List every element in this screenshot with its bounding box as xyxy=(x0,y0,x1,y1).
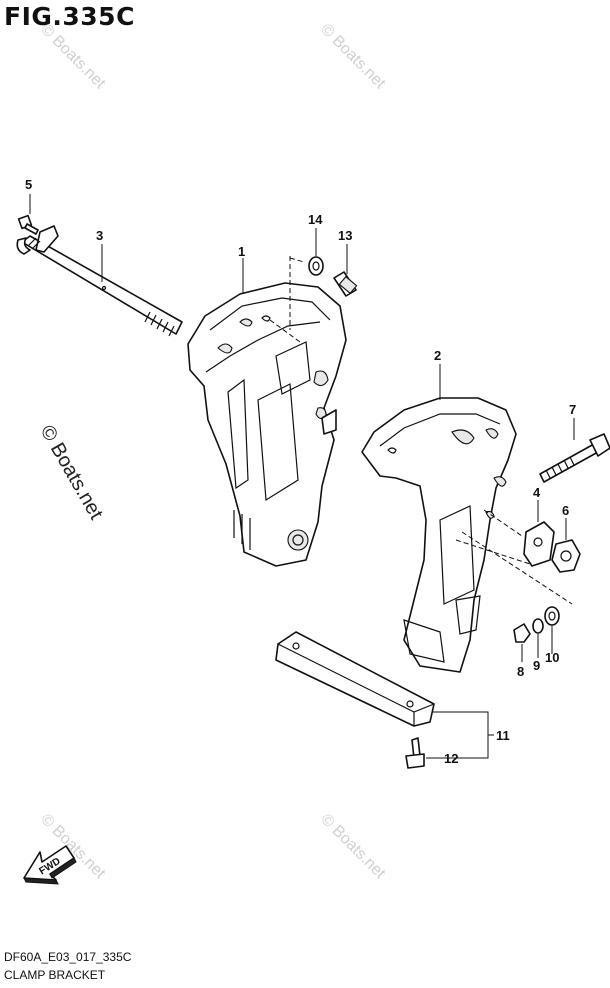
callout-2: 2 xyxy=(434,348,441,363)
part-14-washer xyxy=(308,256,324,276)
part-12-bolt xyxy=(405,737,425,769)
part-7-bolt xyxy=(539,433,610,483)
assembly-lines xyxy=(269,256,573,605)
part-6-nut xyxy=(551,539,581,573)
part-2-clamp-bracket xyxy=(361,397,517,673)
callout-10: 10 xyxy=(545,650,559,665)
part-1-clamp-bracket xyxy=(187,282,347,567)
callout-9: 9 xyxy=(533,658,540,673)
callouts: 1 2 3 4 5 6 7 8 9 10 11 12 13 14 xyxy=(25,177,576,766)
watermark-top-left: © Boats.net xyxy=(37,21,109,93)
callout-13: 13 xyxy=(338,228,352,243)
part-13-bolt xyxy=(333,271,358,297)
part-4-plate xyxy=(523,521,555,567)
callout-6: 6 xyxy=(562,503,569,518)
part-8-nut xyxy=(513,623,531,643)
callout-12: 12 xyxy=(444,751,458,766)
part-9-washer xyxy=(532,618,544,634)
callout-14: 14 xyxy=(308,212,323,227)
figure-name: CLAMP BRACKET xyxy=(4,968,106,982)
svg-text:© Boats.net: © Boats.net xyxy=(317,811,389,883)
callout-1: 1 xyxy=(238,244,245,259)
part-11-bar xyxy=(275,631,435,727)
callout-5: 5 xyxy=(25,177,32,192)
part-3-shaft xyxy=(16,225,183,337)
watermark-bottom-right: © Boats.net xyxy=(317,811,389,883)
callout-8: 8 xyxy=(517,664,524,679)
callout-3: 3 xyxy=(96,228,103,243)
leader-lines xyxy=(29,194,575,759)
figure-code: DF60A_E03_017_335C xyxy=(4,950,132,964)
watermark-top-right: © Boats.net xyxy=(317,21,389,93)
svg-text:© Boats.net: © Boats.net xyxy=(37,21,109,93)
part-10-washer xyxy=(544,606,560,626)
part-5-bolt xyxy=(17,214,39,235)
callout-11: 11 xyxy=(496,728,510,743)
watermark-center: © Boats.net xyxy=(36,422,108,524)
svg-text:© Boats.net: © Boats.net xyxy=(317,21,389,93)
fwd-arrow-icon: FWD xyxy=(23,845,77,885)
figure-title: FIG.335C xyxy=(4,2,135,31)
callout-7: 7 xyxy=(569,402,576,417)
callout-4: 4 xyxy=(533,485,541,500)
svg-text:© Boats.net: © Boats.net xyxy=(36,422,108,524)
